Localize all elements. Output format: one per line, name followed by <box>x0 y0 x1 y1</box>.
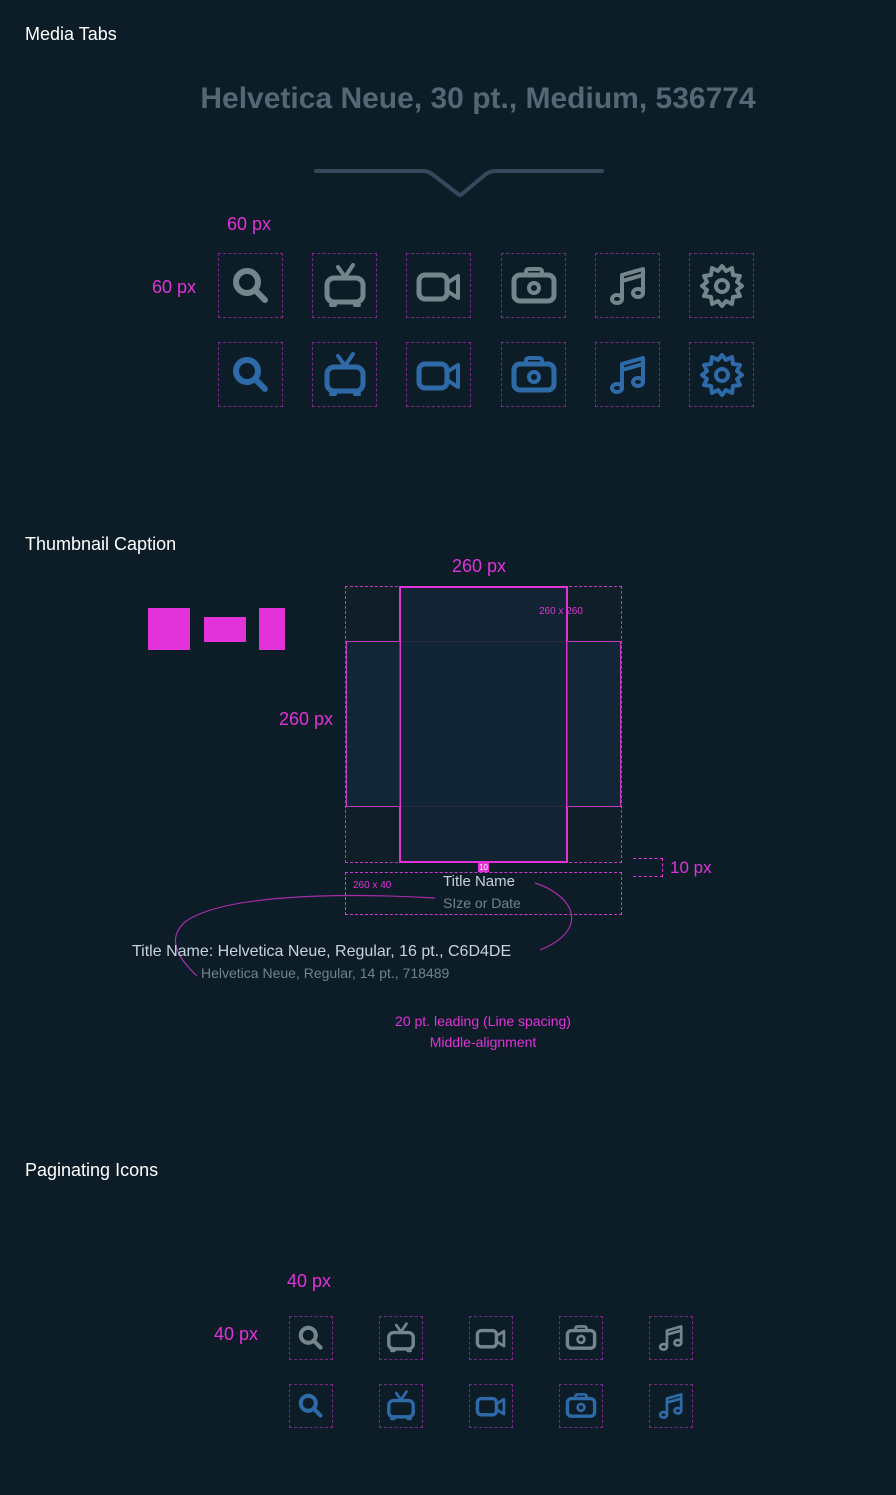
music-note-icon <box>609 355 645 394</box>
caption-box <box>345 872 622 915</box>
caption-size-label: 260 x 40 <box>353 880 392 891</box>
pager-camera-active[interactable] <box>559 1384 603 1428</box>
subtitle-font-spec: Helvetica Neue, Regular, 14 pt., 718489 <box>201 965 450 981</box>
thumbnail-overlap-region <box>399 641 568 807</box>
video-camera-icon <box>416 272 460 301</box>
gap-indicator <box>633 858 663 877</box>
search-icon <box>232 356 268 392</box>
width-dimension-label: 60 px <box>227 214 272 234</box>
pager-camera-inactive[interactable] <box>559 1316 603 1360</box>
tv-icon <box>324 351 365 396</box>
search-icon <box>298 1393 323 1418</box>
gear-icon <box>699 352 744 397</box>
media-tab-search-inactive[interactable] <box>218 253 283 318</box>
gap-label: 10 px <box>670 858 712 877</box>
camera-icon <box>565 1325 597 1350</box>
camera-icon <box>511 266 556 303</box>
pager-music-inactive[interactable] <box>649 1316 693 1360</box>
camera-icon <box>565 1393 597 1418</box>
caption-subtitle: SIze or Date <box>443 895 521 911</box>
pager-video-inactive[interactable] <box>469 1316 513 1360</box>
media-tab-video-inactive[interactable] <box>406 253 471 318</box>
media-tab-search-active[interactable] <box>218 342 283 407</box>
font-spec-label: Helvetica Neue, 30 pt., Medium, 536774 <box>200 82 756 115</box>
media-tab-tv-inactive[interactable] <box>312 253 377 318</box>
thumb-size-label: 260 x 260 <box>539 606 583 617</box>
search-icon <box>298 1325 323 1350</box>
gear-icon <box>699 263 744 308</box>
aspect-portrait-swatch <box>259 608 285 650</box>
section-title-paginating-icons: Paginating Icons <box>25 1160 159 1180</box>
media-tab-music-inactive[interactable] <box>595 253 660 318</box>
alignment-note: Middle-alignment <box>429 1034 537 1050</box>
search-icon <box>232 267 268 303</box>
camera-icon <box>511 355 556 392</box>
music-note-icon <box>609 266 645 305</box>
section-title-thumbnail-caption: Thumbnail Caption <box>25 534 177 554</box>
section-title-media-tabs: Media Tabs <box>25 24 117 44</box>
music-note-icon <box>658 1393 683 1419</box>
tv-icon <box>324 262 365 307</box>
caption-title: Title Name <box>443 873 515 890</box>
height-dimension-label: 60 px <box>152 277 197 297</box>
pager-height-label: 40 px <box>214 1324 259 1344</box>
pager-music-active[interactable] <box>649 1384 693 1428</box>
video-camera-icon <box>475 1328 506 1349</box>
thumb-width-label: 260 px <box>452 556 507 576</box>
pager-tv-active[interactable] <box>379 1384 423 1428</box>
leading-note: 20 pt. leading (Line spacing) <box>395 1013 571 1029</box>
pager-search-inactive[interactable] <box>289 1316 333 1360</box>
music-note-icon <box>658 1325 683 1351</box>
media-tab-music-active[interactable] <box>595 342 660 407</box>
pager-tv-inactive[interactable] <box>379 1316 423 1360</box>
video-camera-icon <box>416 361 460 390</box>
tv-icon <box>387 1390 415 1421</box>
thumb-height-label: 260 px <box>279 709 334 729</box>
aspect-square-swatch <box>148 608 190 650</box>
media-tab-camera-active[interactable] <box>501 342 566 407</box>
title-font-spec: Title Name: Helvetica Neue, Regular, 16 … <box>132 943 512 960</box>
media-tab-video-active[interactable] <box>406 342 471 407</box>
gap-badge: 10 <box>478 863 489 872</box>
pager-video-active[interactable] <box>469 1384 513 1428</box>
media-tab-settings-active[interactable] <box>689 342 754 407</box>
pager-search-active[interactable] <box>289 1384 333 1428</box>
tab-indicator-divider <box>314 169 604 197</box>
annotation-leader-lines <box>174 882 573 977</box>
media-tab-tv-active[interactable] <box>312 342 377 407</box>
aspect-landscape-swatch <box>204 617 246 642</box>
thumbnail-portrait-frame <box>399 586 568 863</box>
video-camera-icon <box>475 1396 506 1417</box>
pager-width-label: 40 px <box>287 1271 332 1291</box>
media-tab-settings-inactive[interactable] <box>689 253 754 318</box>
media-tab-camera-inactive[interactable] <box>501 253 566 318</box>
tv-icon <box>387 1322 415 1353</box>
